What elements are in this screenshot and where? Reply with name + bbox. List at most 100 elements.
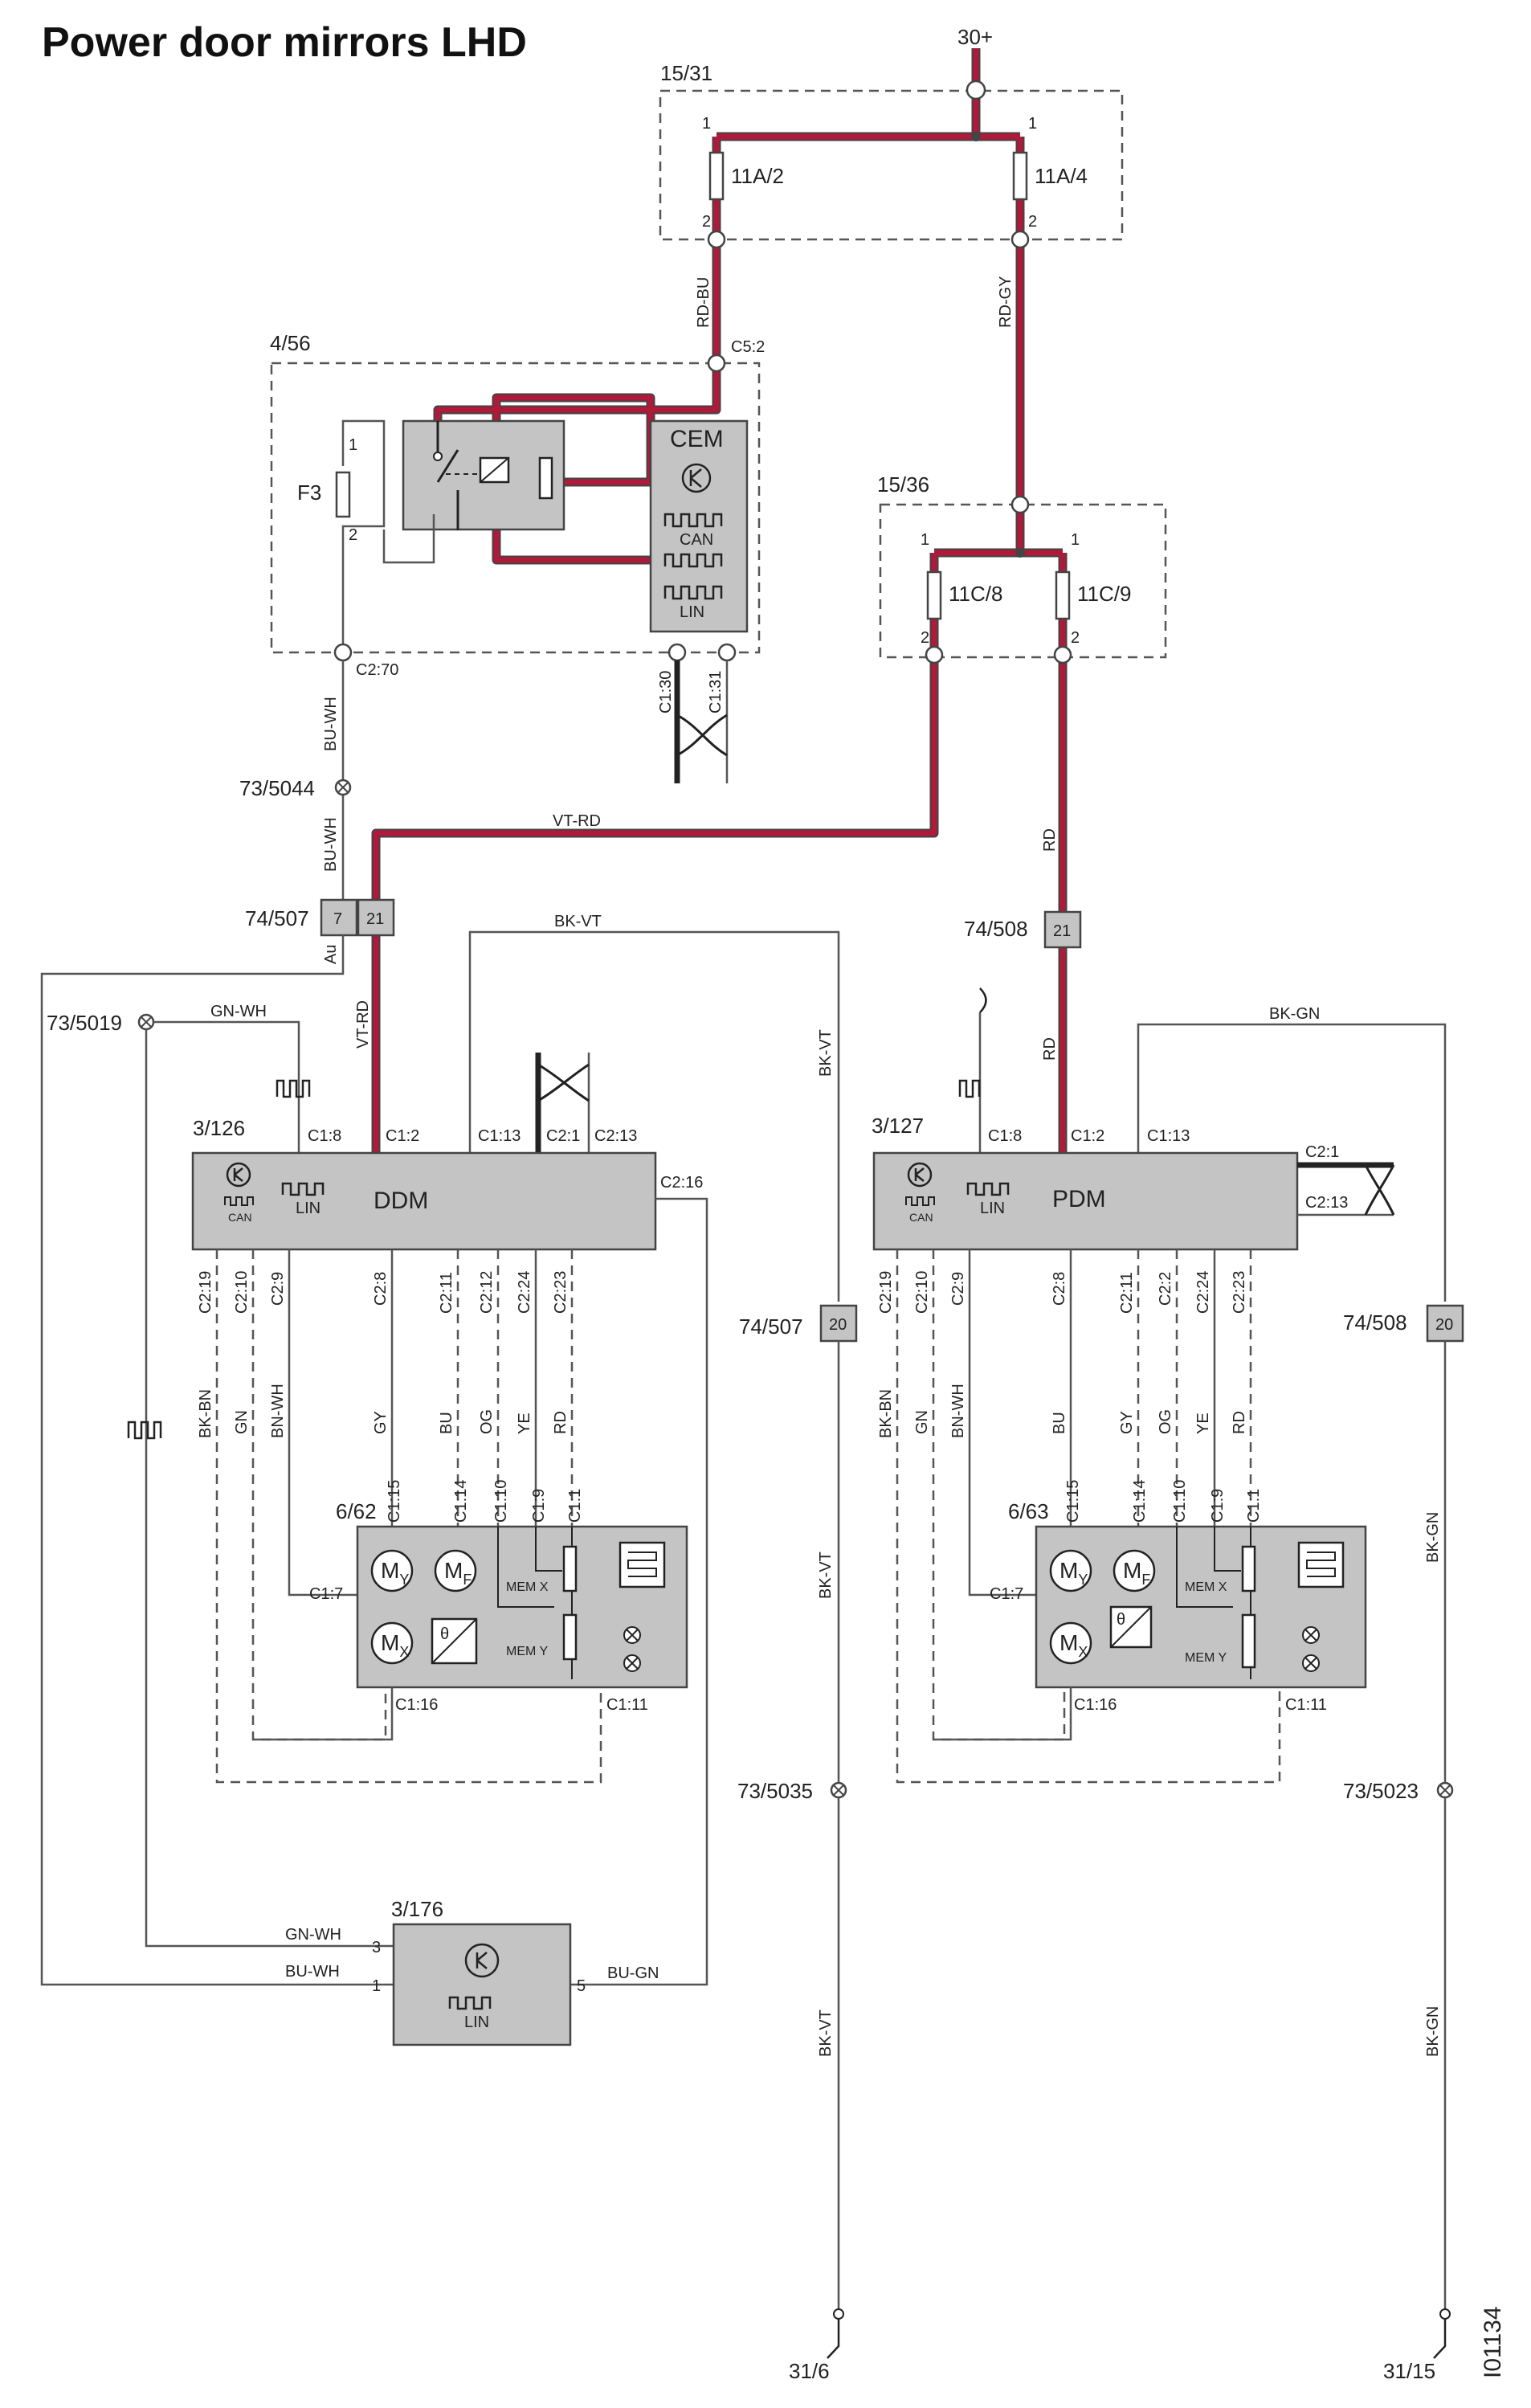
pdm-pin-bottom: C2:11 — [1118, 1272, 1136, 1314]
lin-signal-icon — [958, 1079, 981, 1098]
wire-color-au: Au — [322, 945, 340, 964]
wire-color: BU-GN — [607, 1964, 659, 1982]
wire-color: YE — [516, 1413, 533, 1434]
document-id: I01134 — [1480, 2306, 1506, 2378]
motor-y-label: MY — [381, 1558, 409, 1588]
ddm-pin-bottom: C2:9 — [269, 1272, 287, 1306]
cem-label: CEM — [670, 426, 724, 452]
cem-can-label: CAN — [680, 531, 713, 549]
fuse-pin: 2 — [349, 526, 357, 544]
fuse-11a4-icon — [1012, 151, 1028, 201]
wire-color: GN — [913, 1410, 931, 1434]
cem-module — [649, 419, 749, 633]
pdm-id-label: 3/127 — [872, 1114, 924, 1138]
wire-color-vt-rd: VT-RD — [553, 812, 601, 830]
supply-node — [966, 80, 986, 100]
connector-507-label: 74/507 — [245, 906, 309, 930]
fuse-pin: 1 — [921, 531, 929, 549]
wire-color-gn-wh: GN-WH — [210, 1003, 267, 1020]
bu-gn-wire — [570, 1197, 708, 1986]
mirror-pin: C1:10 — [1171, 1480, 1189, 1523]
pdm-pin-bottom: C2:8 — [1051, 1272, 1068, 1306]
connector-507-pin20 — [819, 1304, 858, 1343]
pdm-can-label: CAN — [909, 1211, 933, 1224]
mirror-pin-c1-7: C1:7 — [309, 1585, 343, 1603]
connector-pin: 21 — [1053, 922, 1071, 940]
pdm-pin-bottom: C2:24 — [1194, 1271, 1212, 1314]
cem-control-icon — [681, 463, 712, 493]
mirror-pin: C1:9 — [1209, 1489, 1227, 1523]
wire-color: BU-WH — [285, 1963, 340, 1981]
ground-31-6: 31/6 — [789, 2359, 830, 2383]
temp-sensor-label: θ — [1117, 1611, 1125, 1629]
fuse-terminal — [707, 230, 726, 249]
fuse-pin: 1 — [349, 436, 357, 454]
wire-color: RD — [1231, 1411, 1248, 1434]
pdm-pin-bottom: C2:9 — [949, 1272, 967, 1306]
wire-color-rd: RD — [1041, 828, 1059, 852]
fuse-f3-icon — [335, 471, 351, 518]
cem-c1-31-terminal — [717, 643, 737, 662]
cem-c2-70-label: C2:70 — [356, 661, 398, 679]
gn-wh-wire-176 — [145, 1029, 394, 1948]
connector-pin: 7 — [333, 910, 342, 928]
ddm-can-icon — [224, 1196, 254, 1206]
fuse-pin: 2 — [1071, 629, 1080, 647]
gn-wh-wire — [153, 1020, 300, 1153]
mirror-pin: C1:14 — [1131, 1480, 1149, 1523]
pdm-pin-top: C1:13 — [1147, 1127, 1190, 1145]
wire-color: BK-GN — [1424, 2006, 1442, 2057]
cem-c5-2-label: C5:2 — [731, 338, 765, 356]
relay-switch-icon — [436, 421, 459, 530]
wire-color-bk-gn: BK-GN — [1424, 1512, 1442, 1563]
motor-fold-label: MF — [1123, 1558, 1150, 1588]
wire-color-rd-gy: RD-GY — [997, 276, 1015, 328]
diagram-title: Power door mirrors LHD — [42, 19, 527, 66]
pdm-pin-bottom: C2:23 — [1231, 1271, 1248, 1314]
fuse-pin: 1 — [702, 115, 711, 133]
wire-color: YE — [1194, 1413, 1212, 1434]
cem-c5-2-terminal — [707, 354, 726, 373]
connector-507-label: 74/507 — [739, 1314, 803, 1339]
motor-x-icon — [1049, 1621, 1092, 1665]
wire-color-bk-vt: BK-VT — [817, 1029, 835, 1077]
wire-color: BK-BN — [197, 1389, 214, 1438]
cem-lin-label: LIN — [680, 603, 704, 621]
fuse-11c8-icon — [926, 570, 942, 620]
fuse-11a4-label: 11A/4 — [1035, 164, 1088, 188]
bk-vt-wire — [468, 930, 840, 1302]
motor-y-icon — [370, 1549, 414, 1592]
fuse-pin: 2 — [1028, 213, 1037, 231]
mirror-pin: C1:15 — [386, 1480, 403, 1523]
wire-color: BN-WH — [949, 1384, 967, 1438]
ddm-can-label: CAN — [228, 1211, 252, 1224]
ddm-bottom-wires — [215, 1249, 602, 1784]
splice-5023-label: 73/5023 — [1343, 1779, 1419, 1803]
ddm-name-label: DDM — [374, 1188, 428, 1214]
motor-x-label: MX — [381, 1630, 409, 1660]
pdm-can-icon — [905, 1196, 935, 1206]
cem-can-signal-icon — [663, 513, 723, 528]
wire-color: OG — [1157, 1409, 1174, 1434]
pdm-pin-bottom: C2:2 — [1157, 1272, 1174, 1306]
wire-color: BU — [1051, 1412, 1068, 1434]
ddm-id-label: 3/126 — [193, 1116, 245, 1140]
mirror-pin-c1-11: C1:11 — [1285, 1696, 1327, 1714]
pdm-pin-c2-13: C2:13 — [1305, 1194, 1348, 1212]
mirror-pin-c1-11: C1:11 — [606, 1696, 648, 1714]
fusebox-15-36-label: 15/36 — [877, 472, 929, 497]
motor-fold-label: MF — [444, 1558, 472, 1588]
motor-x-label: MX — [1059, 1630, 1088, 1660]
motor-fold-icon — [1113, 1549, 1156, 1592]
wire-color-bk-vt: BK-VT — [554, 913, 602, 930]
cem-c1-30-terminal — [668, 643, 687, 662]
wire-color-bk-gn: BK-GN — [1269, 1005, 1320, 1023]
ddm-pin-bottom: C2:12 — [478, 1271, 496, 1314]
motor-fold-icon — [434, 1549, 477, 1592]
ddm-pin-bottom: C2:8 — [372, 1272, 390, 1306]
wire-color: BN-WH — [269, 1384, 287, 1438]
module-176-lin-icon — [448, 1996, 492, 2010]
wire-color: GY — [372, 1411, 390, 1434]
connector-507-pin21 — [357, 898, 395, 937]
